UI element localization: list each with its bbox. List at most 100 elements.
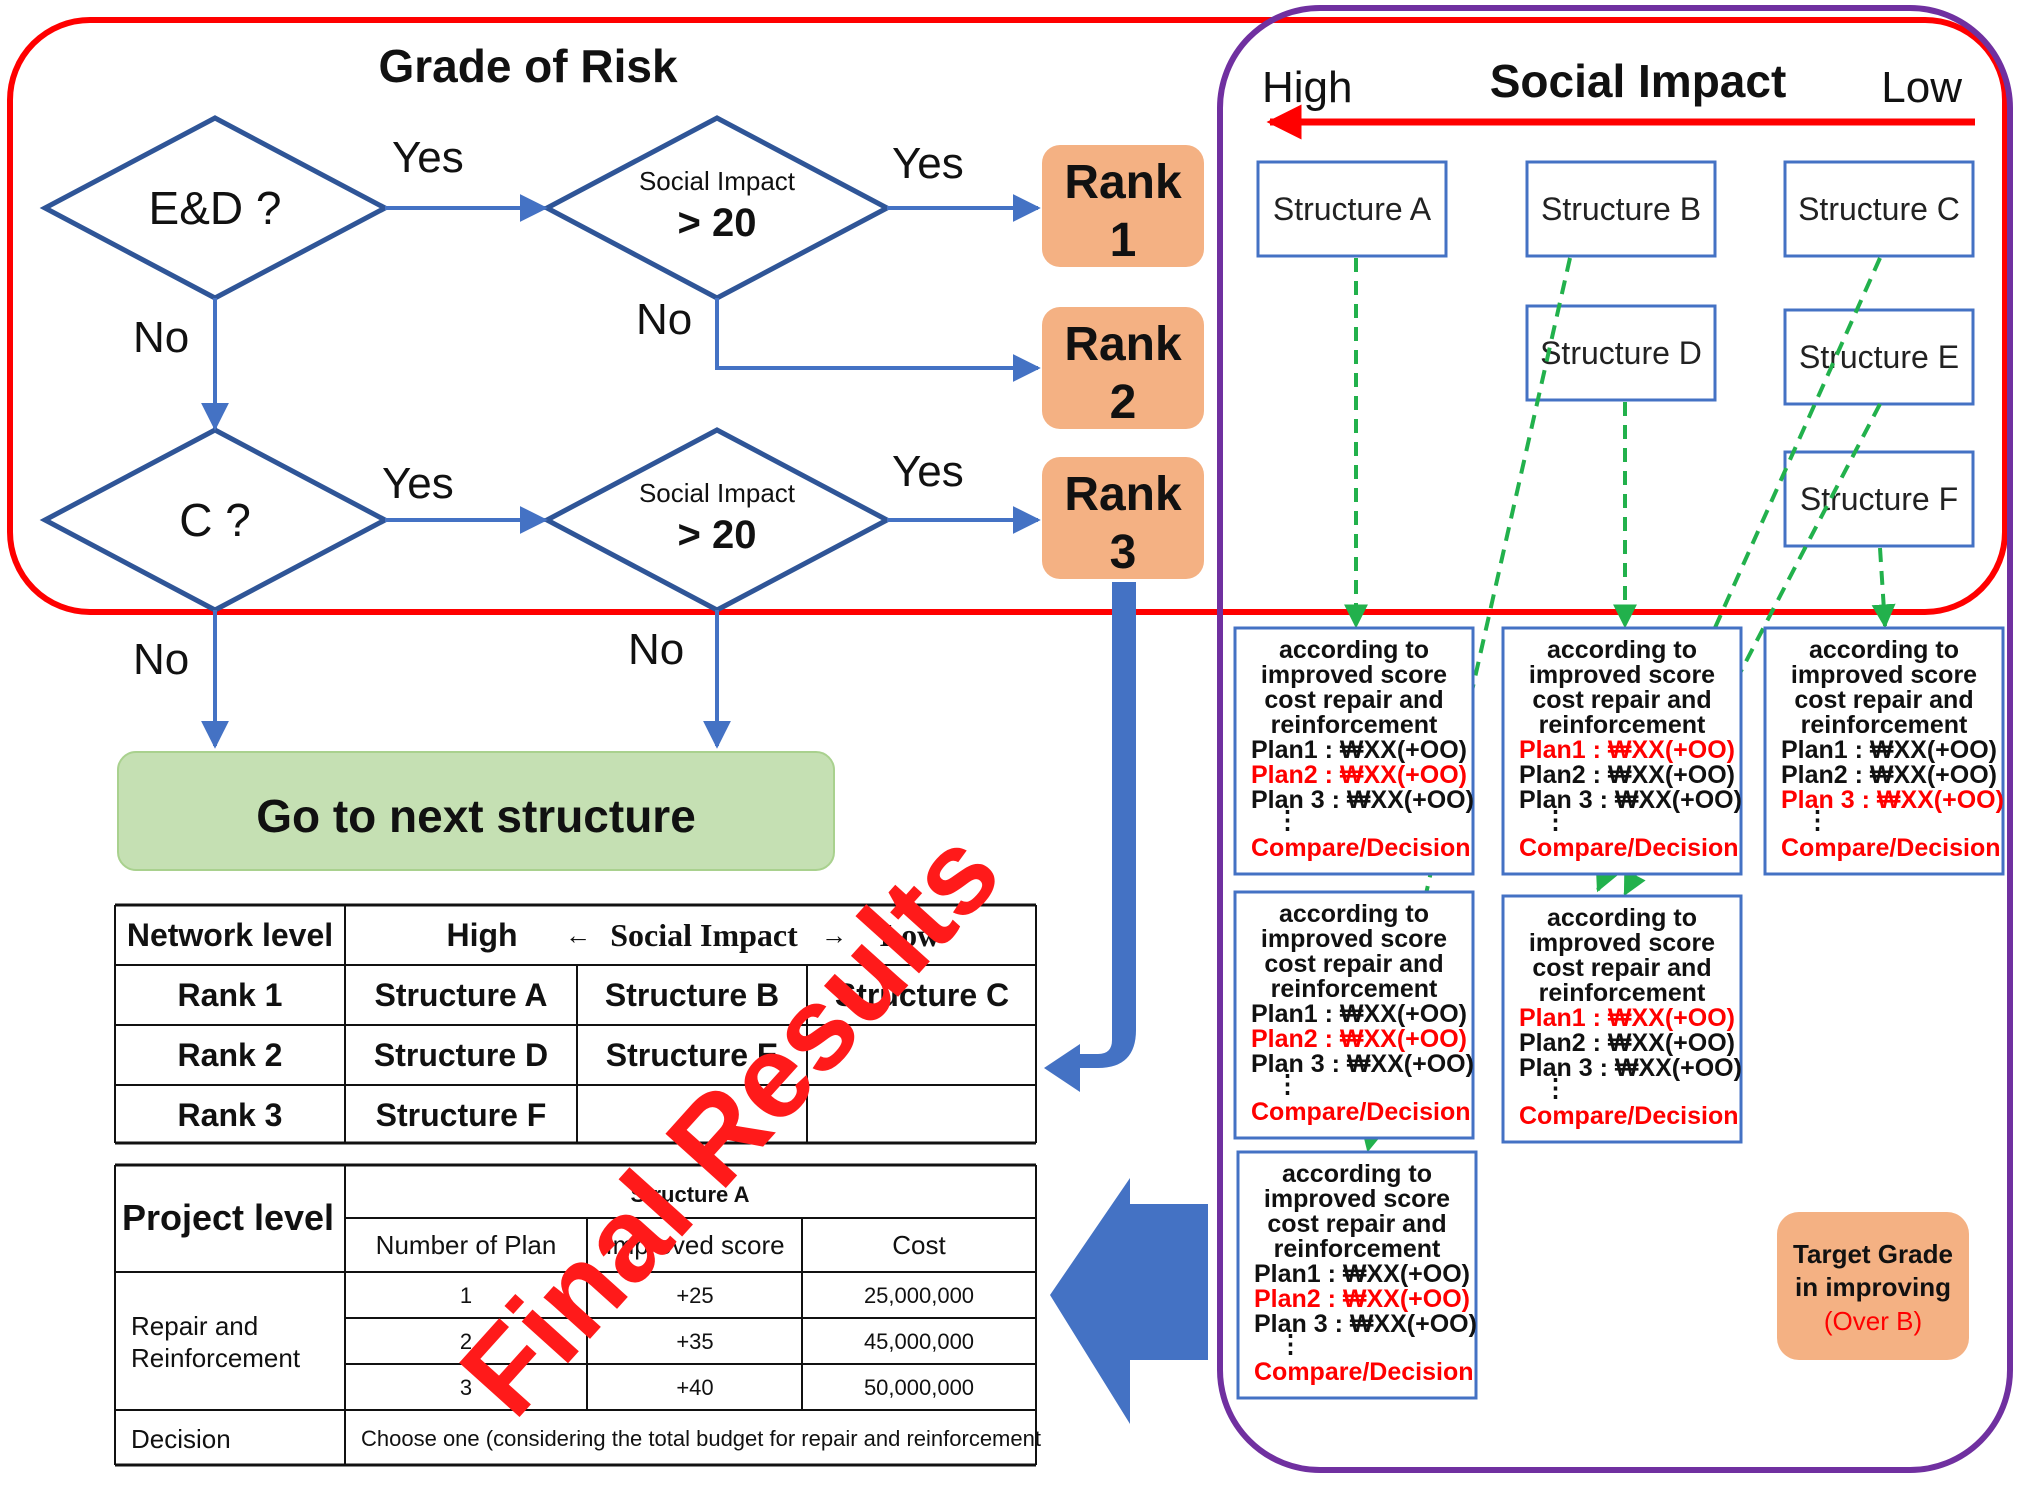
plan-option-3: Plan 3 : ₩XX(+OO) (1251, 1050, 1474, 1078)
no-label-3: No (133, 635, 189, 684)
compare-decision-label: Compare/Decision (1519, 834, 1739, 862)
yes-label-3: Yes (382, 459, 454, 508)
no-label-4: No (628, 625, 684, 674)
plan-box-description-line: reinforcement (1271, 975, 1438, 1003)
plan-box-ellipsis: ⋮ (1805, 806, 1830, 834)
results-left-arrow (1050, 1178, 1208, 1424)
no-label-2: No (636, 295, 692, 344)
social-low-label: Low (1881, 63, 1962, 112)
social-high-label: High (1262, 63, 1353, 112)
decision-c-label: C ? (179, 494, 251, 546)
rank3-to-table-arrow (1044, 582, 1136, 1092)
rank-1-label: Rank (1064, 156, 1182, 209)
network-header-social: Social Impact (610, 917, 798, 953)
plan-box-frame (1763, 626, 2005, 876)
network-r1-c1: Structure A (374, 977, 547, 1013)
network-header-high: High (446, 917, 517, 953)
structure-box-c (1783, 160, 1975, 258)
structure-box-b (1525, 160, 1717, 258)
project-row1-plan: 1 (460, 1283, 472, 1308)
network-header-low: Low (880, 917, 940, 953)
target-grade-line2: in improving (1795, 1272, 1951, 1302)
plan-option-1: Plan1 : ₩XX(+OO) (1251, 1000, 1467, 1028)
yes-label-4: Yes (892, 447, 964, 496)
project-col-score: Improved score (605, 1230, 784, 1260)
plan-option-3: Plan 3 : ₩XX(+OO) (1519, 1054, 1742, 1082)
structure-label-e: Structure E (1799, 339, 1959, 375)
plan-option-1: Plan1 : ₩XX(+OO) (1519, 736, 1735, 764)
structure-label-d: Structure D (1540, 335, 1702, 371)
project-col-cost: Cost (892, 1230, 946, 1260)
rank-3-label: Rank (1064, 468, 1182, 521)
plan-box-description-line: cost repair and (1264, 686, 1443, 714)
network-level-title: Network level (127, 917, 333, 953)
target-grade-line3: (Over B) (1824, 1306, 1922, 1336)
project-level-table (114, 1163, 1037, 1467)
plan-box-description-line: cost repair and (1794, 686, 1973, 714)
network-level-table (114, 903, 1037, 1145)
plan-option-2: Plan2 : ₩XX(+OO) (1251, 1025, 1467, 1053)
plan-box-frame (1233, 890, 1475, 1140)
plan-box-ellipsis: ⋮ (1543, 806, 1568, 834)
project-decision-label: Decision (131, 1424, 231, 1454)
flow-arrows (201, 194, 1041, 749)
target-grade-box (1777, 1212, 1969, 1360)
plan-option-2: Plan2 : ₩XX(+OO) (1519, 1029, 1735, 1057)
rank-2-number: 2 (1110, 376, 1137, 429)
network-r1-c3: Structure C (835, 977, 1009, 1013)
grade-of-risk-frame (7, 17, 2008, 615)
plan-box-ellipsis: ⋮ (1275, 806, 1300, 834)
social-impact-diamond-2-label: Social Impact (639, 478, 796, 508)
rank-2-label: Rank (1064, 318, 1182, 371)
project-row1-cost: 25,000,000 (864, 1283, 974, 1308)
network-r2-c2: Structure E (606, 1037, 778, 1073)
plan-box-frame (1236, 1150, 1478, 1400)
plan-option-2: Plan2 : ₩XX(+OO) (1251, 761, 1467, 789)
plan-box-description-line: improved score (1791, 661, 1977, 689)
project-structure-header: Structure A (631, 1182, 750, 1207)
plan-box-description-line: according to (1809, 636, 1959, 664)
project-group-label-2: Reinforcement (131, 1343, 301, 1373)
plan-option-1: Plan1 : ₩XX(+OO) (1251, 736, 1467, 764)
plan-box-description-line: improved score (1529, 661, 1715, 689)
plan-box-description-line: according to (1279, 900, 1429, 928)
project-col-plan: Number of Plan (376, 1230, 557, 1260)
plan-option-2: Plan2 : ₩XX(+OO) (1781, 761, 1997, 789)
compare-decision-label: Compare/Decision (1519, 1102, 1739, 1130)
plan-box-ellipsis: ⋮ (1275, 1070, 1300, 1098)
compare-decision-label: Compare/Decision (1251, 834, 1471, 862)
no-label-1: No (133, 313, 189, 362)
project-row2-plan: 2 (460, 1329, 472, 1354)
project-row2-score: +35 (676, 1329, 713, 1354)
yes-label-1: Yes (392, 133, 464, 182)
plan-box-description-line: improved score (1261, 661, 1447, 689)
plan-box-description-line: according to (1547, 904, 1697, 932)
network-r3-c1: Structure F (376, 1097, 547, 1133)
compare-decision-label: Compare/Decision (1251, 1098, 1471, 1126)
next-structure-label: Go to next structure (256, 790, 696, 842)
social-impact-frame (1217, 5, 2013, 1473)
plan-box-description-line: cost repair and (1267, 1210, 1446, 1238)
plan-box-description-line: cost repair and (1532, 686, 1711, 714)
social-impact-diamond-1-threshold: > 20 (678, 201, 757, 245)
plan-box-description-line: improved score (1529, 929, 1715, 957)
next-structure-box (117, 751, 835, 871)
structure-label-c: Structure C (1798, 191, 1960, 227)
plan-box-description-line: reinforcement (1271, 711, 1438, 739)
network-rank-3: Rank 3 (178, 1097, 283, 1133)
compare-decision-label: Compare/Decision (1781, 834, 2001, 862)
structure-box-e (1783, 308, 1975, 406)
network-header-arrow-right: → (821, 920, 847, 950)
plan-option-2: Plan2 : ₩XX(+OO) (1519, 761, 1735, 789)
rank-1-number: 1 (1110, 214, 1137, 267)
rank-3-box (1042, 457, 1204, 579)
plan-option-3: Plan 3 : ₩XX(+OO) (1781, 786, 2004, 814)
plan-box-description-line: improved score (1264, 1185, 1450, 1213)
